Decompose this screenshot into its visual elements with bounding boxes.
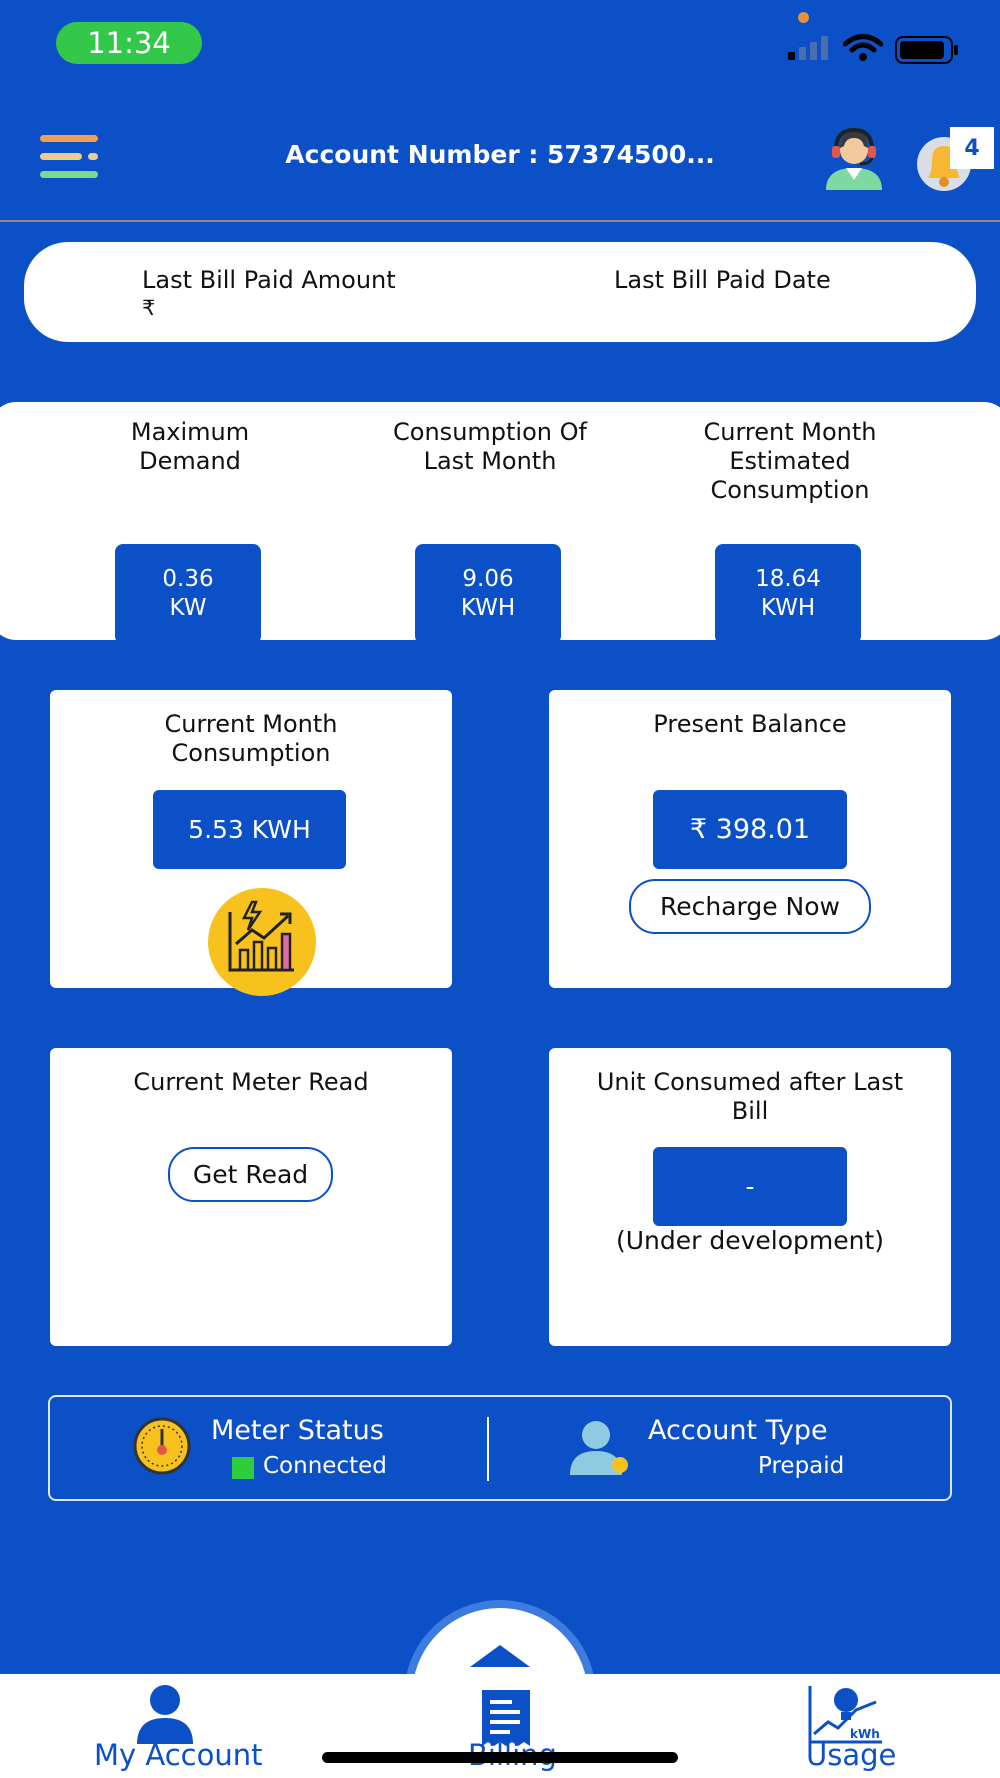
nav-my-account[interactable]: My Account bbox=[90, 1674, 290, 1778]
home-indicator bbox=[322, 1752, 678, 1763]
menu-line-icon bbox=[40, 171, 98, 178]
meter-gauge-icon bbox=[133, 1417, 191, 1475]
account-type-value: Prepaid bbox=[758, 1453, 845, 1479]
tile-title: Present Balance bbox=[653, 710, 847, 738]
battery-icon bbox=[895, 36, 958, 64]
meter-status-value: Connected bbox=[263, 1453, 387, 1479]
tile-title: Unit Consumed after Last Bill bbox=[596, 1068, 904, 1125]
stat-estimated-consumption: Current Month Estimated Consumption 18.6… bbox=[660, 418, 920, 644]
unit-consumed-tile: Unit Consumed after Last Bill - (Under d… bbox=[549, 1048, 951, 1346]
stat-value: 9.06 KWH bbox=[415, 544, 561, 644]
tile-title: Current Meter Read bbox=[133, 1068, 369, 1096]
tile-title: Current Month Consumption bbox=[164, 710, 338, 767]
present-balance-tile: Present Balance ₹ 398.01 Recharge Now bbox=[549, 690, 951, 988]
menu-line-icon bbox=[40, 153, 82, 160]
stat-title: Maximum Demand bbox=[130, 418, 250, 475]
stat-maximum-demand: Maximum Demand 0.36 KW bbox=[60, 418, 320, 644]
stat-title: Consumption Of Last Month bbox=[393, 418, 587, 475]
current-month-consumption-value: 5.53 KWH bbox=[153, 790, 346, 869]
usage-chart-icon[interactable] bbox=[208, 888, 316, 996]
customer-support-icon[interactable] bbox=[818, 128, 890, 190]
unit-consumed-value: - bbox=[653, 1147, 847, 1226]
present-balance-value: ₹ 398.01 bbox=[653, 790, 847, 869]
last-bill-date-label: Last Bill Paid Date bbox=[614, 266, 831, 294]
usage-kwh-icon: kWh bbox=[808, 1686, 882, 1744]
hamburger-menu-button[interactable] bbox=[38, 133, 102, 185]
stat-value: 18.64 KWH bbox=[715, 544, 861, 644]
last-bill-amount-value: ₹ bbox=[142, 296, 156, 320]
meter-status-label: Meter Status bbox=[211, 1415, 384, 1446]
recharge-now-button[interactable]: Recharge Now bbox=[629, 879, 871, 934]
menu-line-icon bbox=[40, 135, 98, 142]
chevron-up-icon bbox=[470, 1645, 530, 1667]
wifi-icon bbox=[843, 34, 883, 61]
last-bill-amount-label: Last Bill Paid Amount bbox=[142, 266, 396, 294]
bill-document-icon bbox=[482, 1690, 530, 1746]
meter-account-status-strip: Meter Status Connected Account Type Prep… bbox=[48, 1395, 952, 1501]
notification-count-badge: 4 bbox=[950, 127, 994, 169]
under-development-note: (Under development) bbox=[615, 1226, 885, 1255]
current-month-consumption-tile: Current Month Consumption 5.53 KWH bbox=[50, 690, 452, 996]
cellular-signal-icon bbox=[788, 36, 828, 60]
svg-text:kWh: kWh bbox=[850, 1727, 880, 1741]
get-read-button[interactable]: Get Read bbox=[168, 1147, 333, 1202]
last-bill-card: Last Bill Paid Amount ₹ Last Bill Paid D… bbox=[24, 242, 976, 342]
nav-label: Usage bbox=[806, 1738, 897, 1772]
account-number-title: Account Number : 57374500... bbox=[285, 140, 715, 169]
connected-status-indicator bbox=[232, 1457, 254, 1479]
header-divider bbox=[0, 220, 1000, 222]
account-type-label: Account Type bbox=[648, 1415, 828, 1446]
status-time: 11:34 bbox=[56, 22, 202, 64]
account-user-icon bbox=[570, 1421, 628, 1475]
nav-label: My Account bbox=[94, 1738, 263, 1772]
stat-title: Current Month Estimated Consumption bbox=[703, 418, 877, 504]
stat-last-month-consumption: Consumption Of Last Month 9.06 KWH bbox=[360, 418, 620, 644]
status-divider bbox=[487, 1417, 489, 1481]
current-meter-read-tile: Current Meter Read Get Read bbox=[50, 1048, 452, 1346]
user-icon bbox=[137, 1685, 193, 1744]
camera-indicator-dot bbox=[798, 12, 809, 23]
stat-value: 0.36 KW bbox=[115, 544, 261, 644]
menu-line-icon bbox=[88, 153, 98, 160]
consumption-stats-card: Maximum Demand 0.36 KW Consumption Of La… bbox=[0, 402, 1000, 644]
nav-usage[interactable]: kWh Usage bbox=[790, 1674, 940, 1778]
